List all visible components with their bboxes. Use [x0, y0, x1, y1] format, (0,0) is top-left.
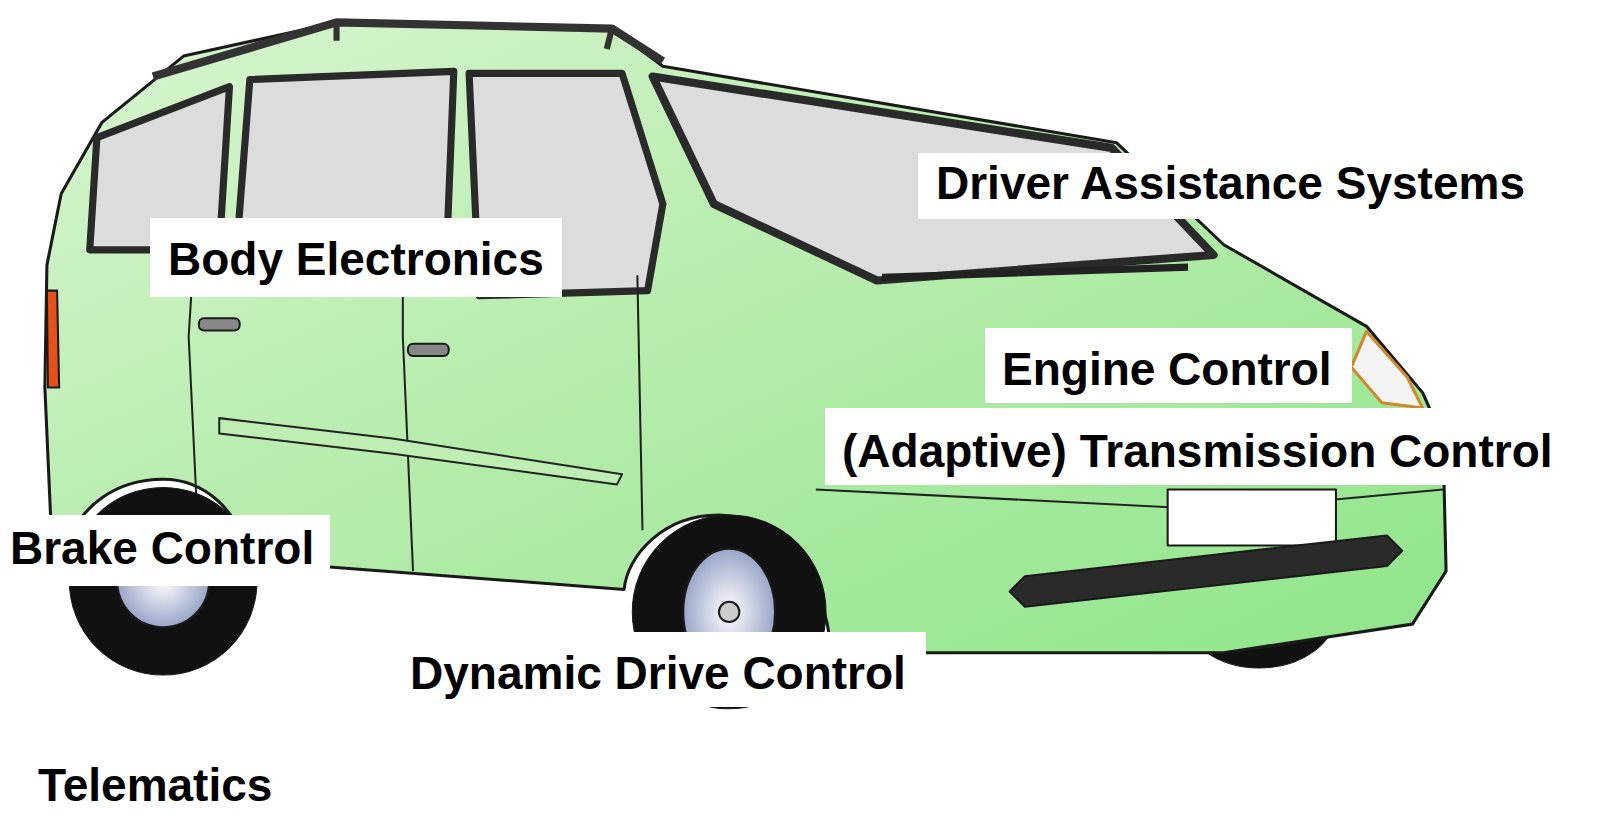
part-label: Engine Control [985, 328, 1352, 403]
part-label: Telematics [38, 758, 272, 813]
roof-rail [153, 22, 663, 76]
door-handle [199, 318, 240, 330]
part-label: (Adaptive) Transmission Control [825, 408, 1571, 485]
part-label: Body Electronics [150, 218, 562, 297]
side-strip [219, 418, 622, 484]
part-label: Driver Assistance Systems [918, 153, 1547, 219]
door-handle [408, 344, 449, 356]
van-drawing [45, 22, 1446, 708]
part-label: Brake Control [0, 515, 330, 586]
part-label: Dynamic Drive Control [393, 632, 926, 707]
hub [719, 602, 739, 622]
wiper [882, 267, 1188, 277]
headlight [1351, 331, 1422, 407]
license-plate [1168, 490, 1336, 546]
roof-rail-foot [337, 22, 612, 49]
bumper-line [816, 490, 1443, 510]
taillight [47, 291, 59, 388]
grille [1010, 535, 1403, 606]
